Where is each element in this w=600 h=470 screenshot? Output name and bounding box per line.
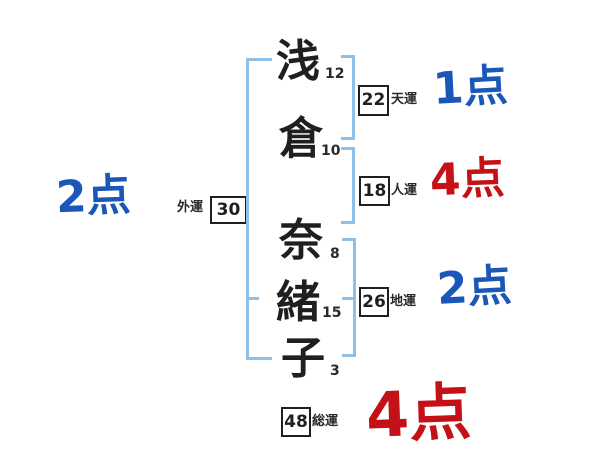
chiun-bracket-top-tick — [342, 238, 354, 241]
jinun-label: 人運 — [391, 183, 418, 198]
name-char-2: 倉 — [279, 113, 323, 164]
tenun-value-box: 22 — [358, 85, 389, 116]
stroke-count-3: 8 — [330, 246, 340, 262]
name-char-1: 浅 — [276, 36, 320, 87]
chiun-bracket-bottom-tick — [342, 354, 354, 357]
jinun-value-box: 18 — [359, 176, 390, 206]
jinun-bracket-top-tick — [341, 147, 353, 150]
jinun-bracket-line — [352, 147, 355, 224]
score-gaiun: 2点 — [55, 169, 132, 224]
name-char-3: 奈 — [279, 215, 323, 266]
souun-value-box: 48 — [281, 407, 311, 437]
left-bracket-mid-tick — [246, 297, 259, 300]
stroke-count-4: 15 — [322, 305, 342, 321]
chiun-bracket-mid-tick — [342, 297, 354, 300]
left-bracket-line — [246, 58, 249, 360]
name-char-5: 子 — [281, 333, 325, 384]
name-char-4: 緒 — [276, 277, 320, 328]
score-chiun: 2点 — [435, 260, 513, 315]
tenun-bracket-top-tick — [341, 55, 353, 58]
score-jinun: 4点 — [429, 152, 506, 207]
gaiun-label: 外運 — [177, 200, 204, 215]
tenun-bracket-bottom-tick — [341, 137, 353, 140]
souun-label: 総運 — [312, 414, 339, 429]
score-souun: 4点 — [364, 375, 473, 452]
stroke-count-5: 3 — [330, 363, 340, 379]
gaiun-value-box: 30 — [210, 196, 247, 224]
score-tenun: 1点 — [431, 60, 509, 115]
chiun-label: 地運 — [390, 294, 417, 309]
stroke-count-1: 12 — [325, 66, 345, 82]
chiun-value-box: 26 — [359, 287, 389, 317]
left-bracket-bottom-tick — [246, 357, 272, 360]
jinun-bracket-bottom-tick — [341, 221, 353, 224]
left-bracket-top-tick — [246, 58, 272, 61]
stroke-count-2: 10 — [321, 143, 341, 159]
tenun-label: 天運 — [391, 92, 418, 107]
chiun-bracket-line — [353, 238, 356, 357]
tenun-bracket-line — [352, 55, 355, 140]
